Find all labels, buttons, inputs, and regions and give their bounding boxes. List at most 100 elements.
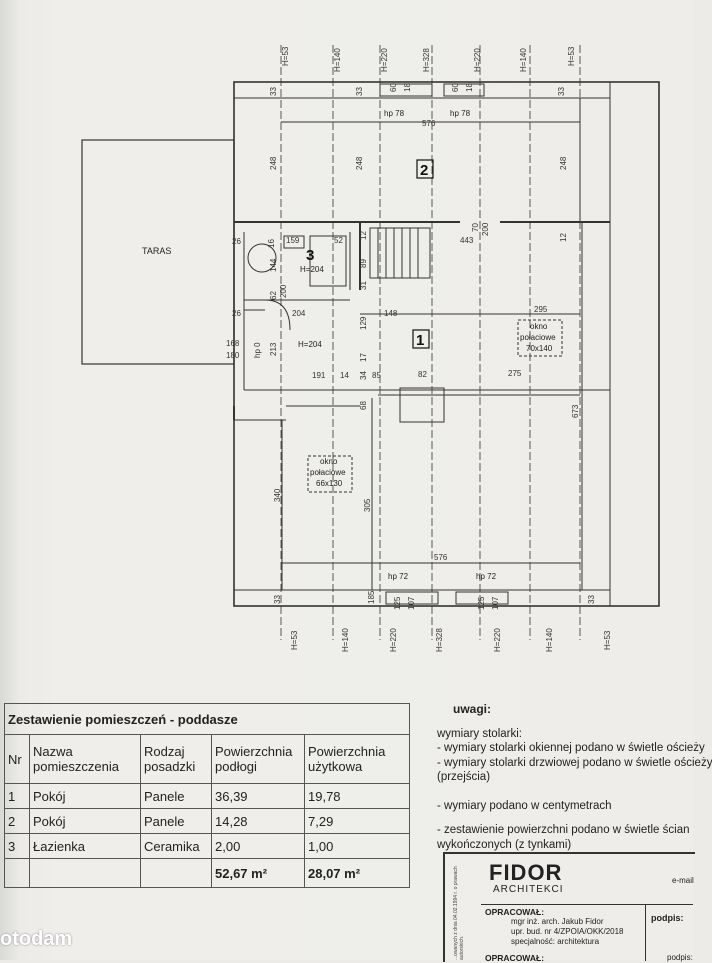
window-hp: hp 78 — [450, 109, 471, 118]
window-hp: hp 72 — [476, 572, 497, 581]
dim: 673 — [571, 404, 580, 418]
cell-area: 36,39 — [211, 783, 305, 809]
height-labels-top: H=53 H=140 H=220 H=328 H=220 H=140 H=53 — [281, 46, 576, 72]
dim: 62 — [269, 291, 278, 300]
notes-section: uwagi: wymiary stolarki: - wymiary stola… — [437, 702, 712, 852]
dim: 12 — [559, 233, 568, 242]
h-label-bottom: H=220 — [389, 628, 398, 652]
prepared-by-label-2: OPRACOWAŁ: — [485, 953, 545, 963]
watermark: otodam — [0, 928, 73, 950]
dim: 34 — [359, 371, 368, 380]
floor-plan: H=53 H=140 H=220 H=328 H=220 H=140 H=53 … — [81, 45, 660, 652]
h-label-bottom: H=140 — [545, 628, 554, 652]
h-label-bottom: H=328 — [435, 628, 444, 652]
cell-area: 2,00 — [211, 833, 305, 859]
cell-usable: 19,78 — [304, 783, 410, 809]
window-hp: hp 78 — [384, 109, 405, 118]
dim: 33 — [273, 595, 282, 604]
cell-nr: 3 — [4, 833, 30, 859]
email-label: e-mail — [672, 876, 694, 885]
outer-wall — [233, 81, 660, 607]
dim: 85 — [372, 371, 381, 380]
dim: 180 — [226, 351, 240, 360]
dim: 33 — [557, 87, 566, 96]
room-schedule-table: Zestawienie pomieszczeń - poddasze Nr Na… — [4, 703, 410, 888]
title-block-stamp: ...owanych z dnia 04.02.1994 r. o prawac… — [443, 852, 695, 963]
dim: 144 — [269, 258, 278, 272]
dim: 107 — [407, 596, 416, 610]
dimension-labels: 576 576 60 18 60 18 33 33 33 248 248 248… — [226, 83, 596, 610]
cell-floor: Panele — [140, 808, 212, 834]
cell-name: Pokój — [29, 783, 141, 809]
room-height: H=204 — [300, 265, 324, 274]
roof-window-label: okno — [530, 322, 548, 331]
dim: 89 — [359, 259, 368, 268]
dim: 200 — [481, 222, 490, 236]
signature-label: podpis: — [651, 913, 684, 923]
h-label-top: H=53 — [567, 46, 576, 66]
height-labels-bottom: H=53 H=140 H=220 H=328 H=220 H=140 H=53 — [290, 628, 612, 652]
dim: 18 — [465, 83, 474, 92]
fidor-logo: FIDOR — [489, 860, 563, 885]
cell-usable: 1,00 — [304, 833, 410, 859]
roof-window-label: okno — [320, 457, 338, 466]
h-label-bottom: H=53 — [603, 630, 612, 650]
roof-window-label: połaciowe — [310, 468, 346, 477]
roof-window-label: 70x140 — [526, 344, 553, 353]
dim: 191 — [312, 371, 326, 380]
dim: 295 — [534, 305, 548, 314]
dim: 60 — [389, 83, 398, 92]
total-usable: 28,07 m² — [304, 858, 410, 888]
author-line: specjalność: architektura — [511, 937, 600, 946]
dim: 275 — [508, 369, 522, 378]
window-hp: hp 72 — [388, 572, 409, 581]
room-number-1: 1 — [416, 332, 424, 349]
signature-label-2: podpis: — [667, 953, 693, 962]
dim: 204 — [292, 309, 306, 318]
note-line: wykończonych (z tynkami) — [437, 838, 572, 851]
cell-floor: Panele — [140, 783, 212, 809]
roof-window-label: połaciowe — [520, 333, 556, 342]
dim: 576 — [434, 553, 448, 562]
dim: 148 — [384, 309, 398, 318]
table-row: 1 Pokój Panele 36,39 19,78 — [4, 783, 410, 809]
h-label-top: H=53 — [281, 46, 290, 66]
h-label-top: H=140 — [333, 48, 342, 72]
fidor-logo-sub: ARCHITEKCI — [493, 884, 564, 895]
dim: 18 — [403, 83, 412, 92]
dim: 185 — [367, 590, 376, 604]
table-row: 3 Łazienka Ceramika 2,00 1,00 — [4, 833, 410, 859]
cell-nr: 1 — [4, 783, 30, 809]
dim: 125 — [393, 596, 402, 610]
note-line: wymiary stolarki: — [437, 727, 522, 740]
dim: 12 — [359, 231, 368, 240]
dim: 70 — [471, 223, 480, 232]
note-line: - zestawienie powierzchni podano w świet… — [437, 824, 690, 836]
dim: 26 — [232, 309, 241, 318]
h-label-bottom: H=53 — [290, 630, 299, 650]
dim: 213 — [269, 342, 278, 356]
dim: 443 — [460, 236, 474, 245]
author-line: upr. bud. nr 4/ZPOIA/OKK/2018 — [511, 927, 624, 936]
cell-area: 14,28 — [211, 808, 305, 834]
dim: 33 — [587, 595, 596, 604]
table-total-row: 52,67 m² 28,07 m² — [4, 858, 410, 888]
prepared-by-label: OPRACOWAŁ: — [485, 907, 545, 917]
room-number-3: 3 — [306, 247, 314, 264]
total-area: 52,67 m² — [211, 858, 305, 888]
h-label-bottom: H=220 — [493, 628, 502, 652]
note-line — [437, 785, 693, 799]
h-label-top: H=328 — [422, 48, 431, 72]
cell-floor: Ceramika — [140, 833, 212, 859]
author-line: mgr inż. arch. Jakub Fidor — [511, 917, 604, 926]
dim: 16 — [267, 239, 276, 248]
dim: 14 — [340, 371, 349, 380]
dim: 129 — [359, 316, 368, 330]
dim: 68 — [359, 401, 368, 410]
h-label-top: H=220 — [380, 48, 389, 72]
dim: hp 0 — [253, 342, 262, 358]
room-number-2: 2 — [420, 162, 428, 179]
